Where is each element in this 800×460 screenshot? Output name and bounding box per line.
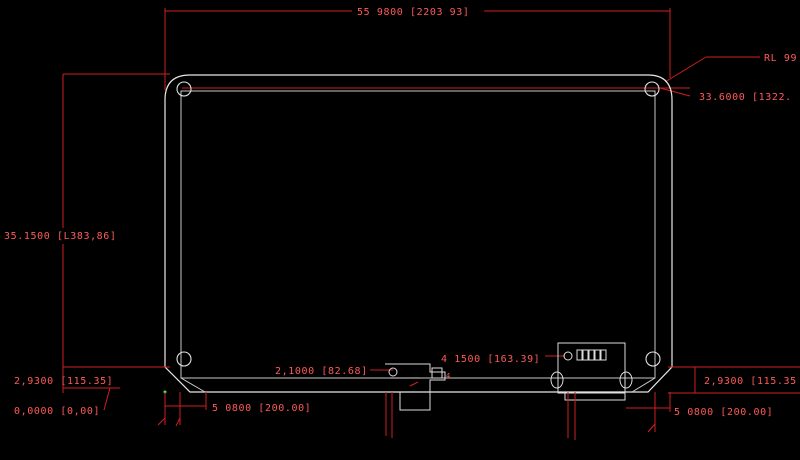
origin-label: 0,0000 [0,00] xyxy=(14,406,100,417)
bottom-left-edge-offset-dimension[interactable]: 5 0800 [200.00] xyxy=(165,392,311,414)
bottom-right-hole-offset-label: 2,9300 [115.35 xyxy=(704,376,797,387)
overall-width-dimension[interactable]: 55 9800 [2203 93] xyxy=(164,7,671,90)
hole-spacing-dimension[interactable]: 33.6000 [1322. xyxy=(182,87,792,103)
bottom-right-edge-offset-dimension[interactable]: 5 0800 [200.00] xyxy=(626,392,773,433)
mounting-holes xyxy=(176,81,661,367)
bottom-left-edge-offset-label: 5 0800 [200.00] xyxy=(212,403,311,414)
overall-width-label: 55 9800 [2203 93] xyxy=(357,7,470,18)
left-connector[interactable]: 2,1000 [82.68] 4 xyxy=(275,363,451,438)
origin-marker[interactable] xyxy=(157,390,181,427)
connector-spacing-dimension[interactable]: 4 1500 [163.39] xyxy=(441,354,565,365)
hole-top-right[interactable] xyxy=(644,81,660,97)
bottom-right-hole-offset-dimension[interactable]: 2,9300 [115.35 xyxy=(668,366,800,394)
board-outline[interactable] xyxy=(164,74,673,393)
hole-bottom-right[interactable] xyxy=(645,351,661,367)
hole-bottom-left[interactable] xyxy=(176,351,192,367)
small-part-mark: 4 xyxy=(446,372,451,380)
connector-pins xyxy=(576,349,607,361)
connector-left-offset-label: 2,1000 [82.68] xyxy=(275,366,368,377)
right-connector[interactable] xyxy=(550,342,633,440)
corner-radius-dimension[interactable]: RL 99 xyxy=(664,53,797,83)
bottom-right-edge-offset-label: 5 0800 [200.00] xyxy=(674,407,773,418)
overall-height-dimension[interactable]: 35.1500 [L383,86] xyxy=(4,73,170,393)
bottom-left-hole-offset-label: 2,9300 [115.35] xyxy=(14,376,113,387)
bottom-left-hole-offset-dimension[interactable]: 2,9300 [115.35] 0,0000 [0,00] xyxy=(14,366,170,417)
hole-top-left[interactable] xyxy=(176,81,192,97)
overall-height-label: 35.1500 [L383,86] xyxy=(4,231,117,242)
connector-spacing-label: 4 1500 [163.39] xyxy=(441,354,540,365)
hole-spacing-label: 33.6000 [1322. xyxy=(699,92,792,103)
corner-radius-label: RL 99 xyxy=(764,53,797,64)
